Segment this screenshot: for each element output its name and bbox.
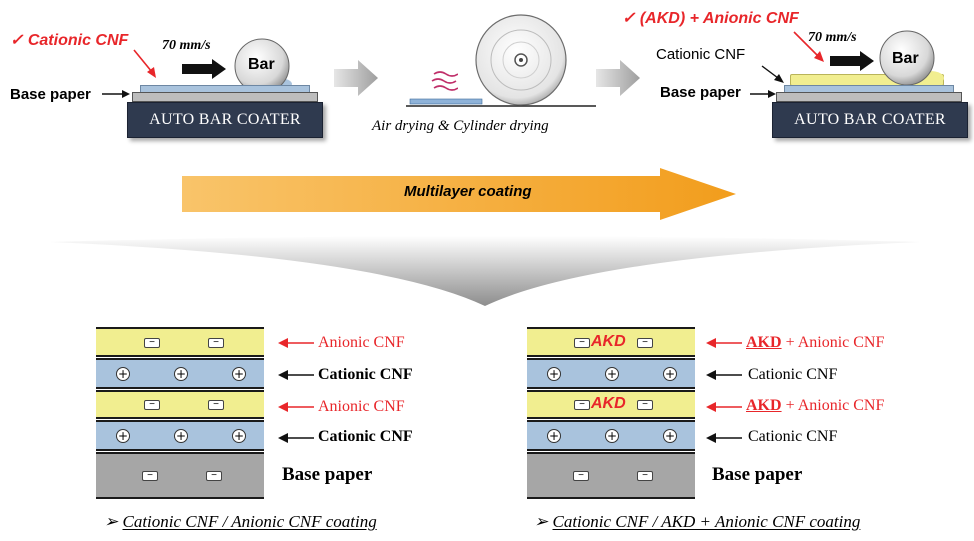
minus-sign: − [637, 471, 653, 481]
gray-process-arrow-icon [334, 60, 378, 96]
cationic-layer: + + + [96, 358, 264, 389]
right-layer-stack: − AKD − + + + − AKD − + + + − − [527, 327, 695, 499]
base-paper-label-2: Base paper [660, 84, 741, 101]
direction-arrow-icon-2 [830, 51, 874, 71]
red-pointer-arrow-icon-2 [793, 31, 824, 62]
pointer-arrow-icon [102, 90, 130, 98]
speed-label: 70 mm/s [162, 38, 211, 53]
anionic-layer: − − [96, 327, 264, 357]
akd-label: AKD [591, 395, 626, 412]
base-paper-sheet [132, 92, 318, 102]
cationic-cnf-label: Cationic CNF [656, 46, 746, 63]
minus-sign: − [573, 471, 589, 481]
left-label-anionic-1: Anionic CNF [318, 334, 405, 351]
pointer-arrow-icon-3 [750, 90, 776, 98]
left-caption: ➢ Cationic CNF / Anionic CNF coating [104, 512, 377, 531]
minus-sign: − [637, 338, 653, 348]
right-label-cationic-1: Cationic CNF [748, 366, 838, 383]
anionic-layer: − − [96, 390, 264, 419]
minus-sign: − [637, 400, 653, 410]
right-label-arrows [706, 338, 742, 443]
plus-sign: + [663, 429, 677, 443]
drying-cylinder [406, 14, 596, 107]
akd-anionic-layer: − AKD − [527, 390, 695, 419]
right-base-paper-label: Base paper [712, 464, 803, 485]
akd-anionic-check-label: ✓ (AKD) + Anionic CNF [622, 10, 799, 27]
plus-sign: + [663, 367, 677, 381]
plus-sign: + [174, 367, 188, 381]
akd-anionic-layer: − AKD − [527, 327, 695, 357]
base-paper-layer: − − [527, 452, 695, 499]
left-label-cationic-1: Cationic CNF [318, 366, 413, 383]
plus-sign: + [547, 429, 561, 443]
minus-sign: − [206, 471, 222, 481]
heat-waves-icon [431, 71, 458, 91]
plus-sign: + [174, 429, 188, 443]
multilayer-coating-arrow [182, 168, 736, 220]
pointer-arrow-icon-2 [761, 65, 784, 83]
left-layer-stack: − − + + + − − + + + − − [96, 327, 264, 499]
auto-bar-coater-2: AUTO BAR COATER [772, 102, 968, 138]
left-label-cationic-2: Cationic CNF [318, 428, 413, 445]
funnel-shadow [50, 236, 920, 306]
plus-sign: + [547, 367, 561, 381]
minus-sign: − [574, 400, 590, 410]
bar-label-2: Bar [892, 50, 919, 67]
caption-arrow-icon: ➢ [534, 512, 553, 531]
right-label-akd-anionic-1: AKD + Anionic CNF [746, 334, 885, 351]
minus-sign: − [208, 338, 224, 348]
plus-sign: + [232, 429, 246, 443]
left-label-arrows [278, 338, 314, 443]
minus-sign: − [574, 338, 590, 348]
cationic-layer: + + + [96, 420, 264, 451]
plus-sign: + [605, 429, 619, 443]
caption-arrow-icon: ➢ [104, 512, 123, 531]
minus-sign: − [142, 471, 158, 481]
plus-sign: + [232, 367, 246, 381]
right-label-cationic-2: Cationic CNF [748, 428, 838, 445]
direction-arrow-icon [182, 59, 226, 79]
plus-sign: + [116, 429, 130, 443]
left-base-paper-label: Base paper [282, 464, 373, 485]
minus-sign: − [144, 338, 160, 348]
multilayer-coating-label: Multilayer coating [404, 183, 532, 200]
plus-sign: + [116, 367, 130, 381]
gray-process-arrow-icon-2 [596, 60, 640, 96]
red-pointer-arrow-icon [133, 49, 156, 78]
right-caption: ➢ Cationic CNF / AKD + Anionic CNF coati… [534, 512, 861, 531]
cationic-cnf-check-label: ✓ Cationic CNF [10, 32, 129, 49]
bar-label: Bar [248, 56, 275, 73]
auto-bar-coater: AUTO BAR COATER [127, 102, 323, 138]
cationic-layer: + + + [527, 358, 695, 389]
speed-label-2: 70 mm/s [808, 30, 857, 45]
base-paper-layer: − − [96, 452, 264, 499]
minus-sign: − [208, 400, 224, 410]
minus-sign: − [144, 400, 160, 410]
cationic-layer: + + + [527, 420, 695, 451]
drying-label: Air drying & Cylinder drying [372, 118, 549, 134]
right-label-akd-anionic-2: AKD + Anionic CNF [746, 397, 885, 414]
base-paper-label: Base paper [10, 86, 91, 103]
base-paper-sheet-2 [776, 92, 962, 102]
left-label-anionic-2: Anionic CNF [318, 398, 405, 415]
plus-sign: + [605, 367, 619, 381]
akd-label: AKD [591, 333, 626, 350]
